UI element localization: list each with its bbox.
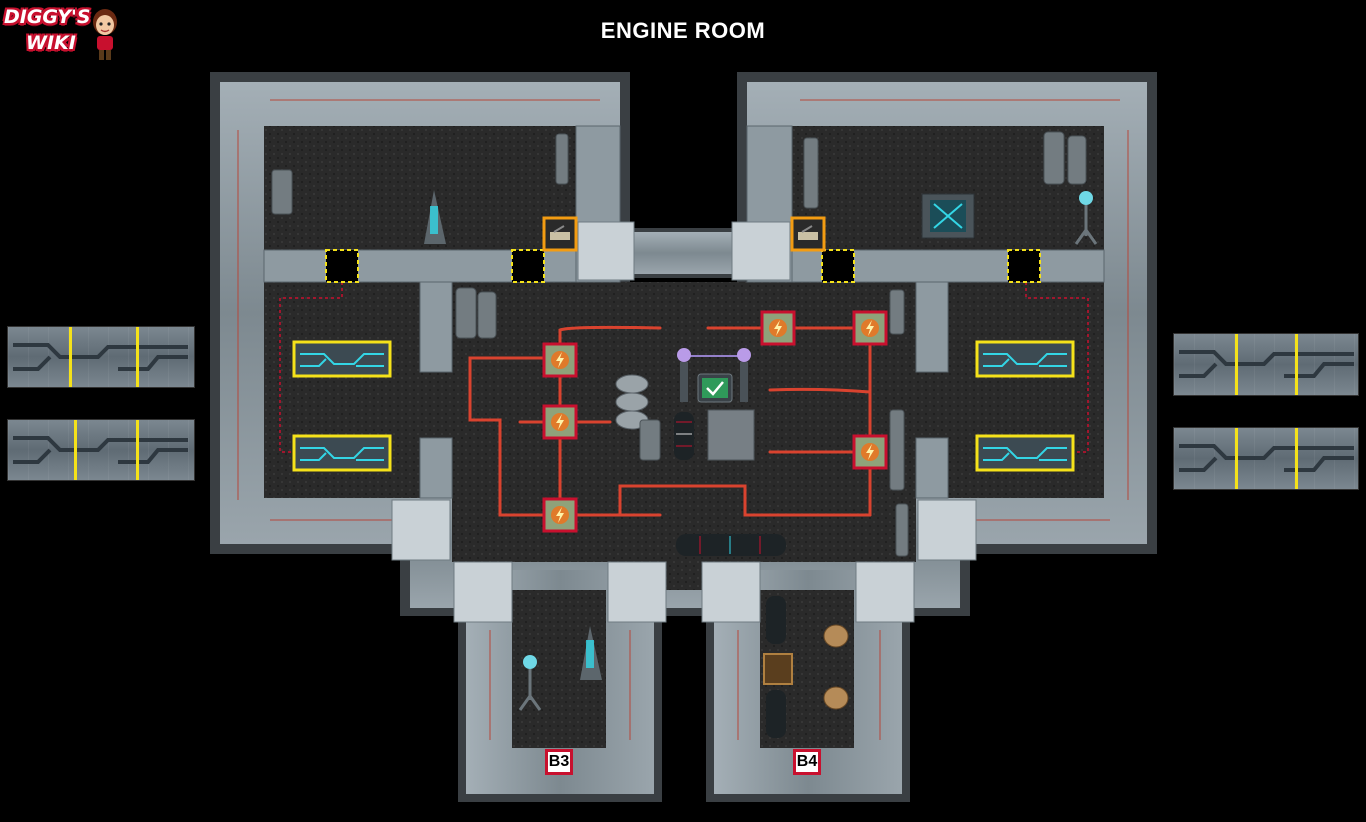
circuit-panel-icon[interactable] — [292, 340, 392, 378]
lightning-switch-icon[interactable] — [852, 434, 888, 470]
circuit-panel-icon[interactable] — [975, 340, 1075, 378]
wall-accent-lines — [237, 99, 1129, 740]
circuit-panel-right-top — [1173, 333, 1359, 396]
circuit-panel-icon[interactable] — [292, 434, 392, 472]
power-pylon-icon — [518, 191, 1098, 711]
storage-tanks — [271, 131, 1087, 557]
logo-line2: WIKI — [26, 32, 76, 54]
circuit-traces-icon — [13, 420, 188, 480]
lightning-switch-icon[interactable] — [542, 404, 578, 440]
lever-icon[interactable] — [542, 216, 578, 252]
circuit-traces-icon — [1179, 428, 1354, 489]
levers — [542, 216, 826, 252]
cable-spool-icon — [766, 596, 786, 738]
circuit-traces-icon — [1179, 334, 1354, 395]
circuit-panel-left-top — [7, 326, 195, 388]
lightning-switch-icon[interactable] — [542, 497, 578, 533]
generator-icon — [615, 374, 649, 430]
circuit-panels — [292, 340, 1075, 472]
portal-frame-icon — [921, 193, 975, 239]
doorway-marker[interactable] — [821, 249, 855, 283]
doorways — [325, 249, 1041, 283]
lightning-switch-icon[interactable] — [852, 310, 888, 346]
control-cabinet — [707, 409, 755, 461]
crate-icon — [763, 653, 793, 685]
monitor-check-icon[interactable] — [697, 373, 733, 403]
lightning-switches — [542, 310, 888, 533]
circuit-panel-right-bottom — [1173, 427, 1359, 490]
copper-barrels — [823, 624, 849, 710]
corner-tiles — [391, 221, 977, 623]
diggys-wiki-logo[interactable]: DIGGY'S WIKI — [2, 4, 122, 60]
central-generator — [615, 348, 786, 556]
logo-line1: DIGGY'S — [4, 6, 91, 28]
tesla-coil-icon — [677, 348, 751, 402]
circuit-traces-icon — [13, 327, 188, 387]
room-machinery — [271, 131, 1098, 738]
doorway-marker[interactable] — [325, 249, 359, 283]
cable-bundle-icon — [676, 534, 786, 556]
lever-icon[interactable] — [790, 216, 826, 252]
circuit-panel-icon[interactable] — [975, 434, 1075, 472]
map-title: ENGINE ROOM — [600, 18, 766, 43]
lightning-switch-icon[interactable] — [760, 310, 796, 346]
exit-b3-badge[interactable]: B3 — [545, 749, 573, 775]
exit-b3-label: B3 — [548, 753, 570, 770]
circuit-panel-left-bottom — [7, 419, 195, 481]
doorway-marker[interactable] — [511, 249, 545, 283]
tesla-coil-icon — [424, 190, 446, 244]
lightning-switch-icon[interactable] — [542, 342, 578, 378]
doorway-marker[interactable] — [1007, 249, 1041, 283]
exit-b4-badge[interactable]: B4 — [793, 749, 821, 775]
tesla-coil-icon — [580, 626, 602, 680]
diggy-avatar-icon — [93, 9, 117, 60]
exit-b4-label: B4 — [796, 753, 818, 770]
cable-coil-icon — [674, 412, 694, 460]
signal-lines — [279, 282, 1089, 453]
